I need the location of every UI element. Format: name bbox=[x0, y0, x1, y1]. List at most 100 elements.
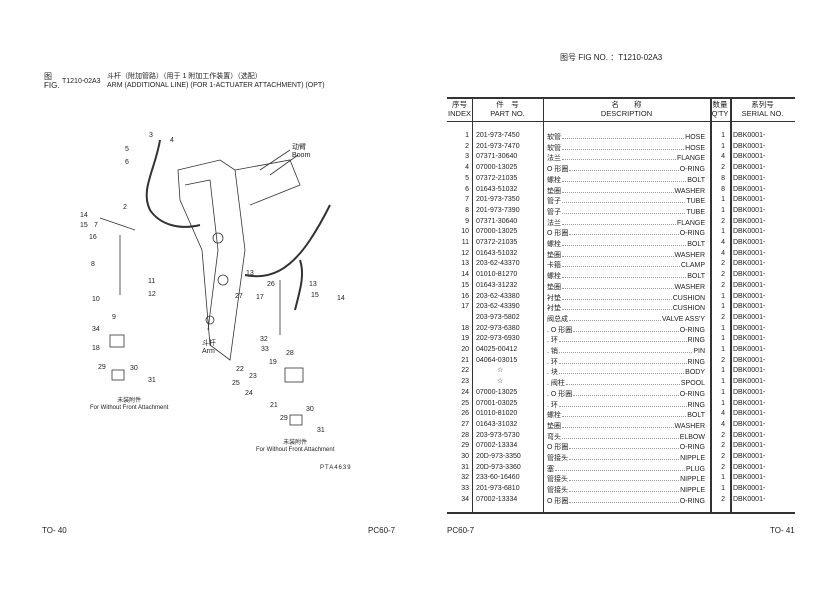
row-description: 管子 TUBE bbox=[547, 195, 705, 208]
header-index-cn: 序号 bbox=[452, 100, 467, 109]
row-part-no: 20D-973-3360 bbox=[476, 463, 521, 471]
row-part-no: 04025-00412 bbox=[476, 346, 518, 353]
row-desc-en: PIN bbox=[693, 348, 705, 355]
callout: 2 bbox=[123, 204, 127, 211]
row-index: 11 bbox=[461, 239, 469, 246]
row-qty: 1 bbox=[721, 346, 725, 353]
row-qty: 1 bbox=[721, 378, 725, 386]
leader-dots bbox=[569, 163, 679, 172]
row-desc-cn: 管子 bbox=[547, 198, 561, 206]
leader-dots bbox=[562, 131, 685, 139]
header-serial-cn: 系列号 bbox=[751, 100, 774, 109]
row-index: 17 bbox=[461, 303, 469, 311]
header-serial-en: SERIAL NO. bbox=[741, 109, 784, 118]
row-desc-en: HOSE bbox=[685, 144, 705, 152]
row-serial: DBK0001- bbox=[733, 388, 766, 396]
leader-dots bbox=[562, 185, 674, 193]
row-qty: 2 bbox=[721, 164, 725, 172]
leader-dots bbox=[562, 270, 687, 279]
row-desc-cn: O 形圈 bbox=[547, 444, 569, 452]
right-page-number: TO- 41 bbox=[770, 526, 795, 535]
row-part-no: 01010-81020 bbox=[476, 410, 518, 418]
row-serial: DBK0001- bbox=[733, 442, 766, 450]
row-desc-en: ELBOW bbox=[679, 433, 705, 441]
row-qty: 1 bbox=[721, 324, 725, 332]
row-desc-cn: 管子 bbox=[547, 208, 561, 216]
row-part-no: 201-973-7470 bbox=[476, 142, 520, 150]
leader-dots bbox=[562, 420, 674, 428]
row-desc-en: HOSE bbox=[685, 134, 705, 141]
row-serial: DBK0001- bbox=[733, 420, 766, 428]
row-part-no: 203-62-43380 bbox=[476, 292, 520, 300]
row-part-no: 07000-13025 bbox=[476, 164, 518, 172]
row-serial: DBK0001- bbox=[733, 485, 766, 493]
fig-label: 图 FIG. bbox=[44, 72, 60, 90]
leader-dots bbox=[562, 281, 674, 289]
callout: 29 bbox=[280, 415, 288, 422]
row-desc-cn: 管接头 bbox=[547, 455, 568, 462]
callout: 33 bbox=[261, 346, 269, 353]
row-qty: 2 bbox=[721, 495, 725, 503]
row-index: 4 bbox=[465, 164, 469, 172]
row-part-no: 07000-13025 bbox=[476, 228, 518, 236]
row-desc-cn: 垫圈 bbox=[547, 422, 561, 430]
row-part-no: 01643-51032 bbox=[476, 249, 518, 257]
row-index: 6 bbox=[465, 185, 469, 193]
callout: 21 bbox=[270, 402, 278, 409]
row-index: 12 bbox=[461, 249, 469, 257]
callout: 31 bbox=[148, 377, 156, 384]
header-part-cn: 件 号 bbox=[496, 100, 519, 109]
callout: 30 bbox=[306, 406, 314, 413]
row-part-no: 201-973-7350 bbox=[476, 196, 520, 204]
row-desc-cn: 垫圈 bbox=[547, 283, 561, 291]
row-desc-en: NIPPLE bbox=[680, 487, 705, 495]
row-desc-en: WASHER bbox=[674, 422, 705, 430]
row-desc-en: NIPPLE bbox=[680, 476, 705, 484]
row-index: 26 bbox=[461, 410, 469, 418]
row-qty: 2 bbox=[721, 217, 725, 225]
leader-dots bbox=[555, 463, 685, 471]
row-index: 34 bbox=[461, 495, 469, 503]
boom-label-cn: 动臂 bbox=[292, 144, 306, 151]
leader-dots bbox=[569, 313, 661, 321]
row-index: 21 bbox=[461, 356, 469, 364]
row-part-no: 203-62-43370 bbox=[476, 260, 520, 268]
row-desc-cn: 衬垫 bbox=[547, 305, 561, 313]
row-serial: DBK0001- bbox=[733, 228, 766, 236]
callout: 32 bbox=[260, 336, 268, 343]
row-serial: DBK0001- bbox=[733, 313, 766, 321]
row-serial: DBK0001- bbox=[733, 474, 766, 482]
leader-dots bbox=[558, 334, 687, 343]
row-part-no: 01643-51032 bbox=[476, 185, 518, 193]
row-serial: DBK0001- bbox=[733, 303, 766, 311]
row-serial: DBK0001- bbox=[733, 346, 766, 353]
row-desc-en: TUBE bbox=[686, 198, 705, 206]
row-desc-cn: 阀总成 bbox=[547, 315, 568, 323]
callout: 10 bbox=[92, 296, 100, 303]
row-desc-en: O-RING bbox=[679, 497, 705, 505]
header-qty-en: Q'TY bbox=[711, 109, 729, 118]
row-qty: 1 bbox=[721, 142, 725, 150]
row-desc-en: TUBE bbox=[686, 208, 705, 216]
row-serial: DBK0001- bbox=[733, 196, 766, 204]
callout: 30 bbox=[130, 365, 138, 372]
row-desc-cn: . 环 bbox=[547, 401, 558, 409]
row-desc-en: FLANGE bbox=[676, 219, 705, 227]
row-serial: DBK0001- bbox=[733, 153, 766, 161]
row-serial: DBK0001- bbox=[733, 292, 766, 300]
